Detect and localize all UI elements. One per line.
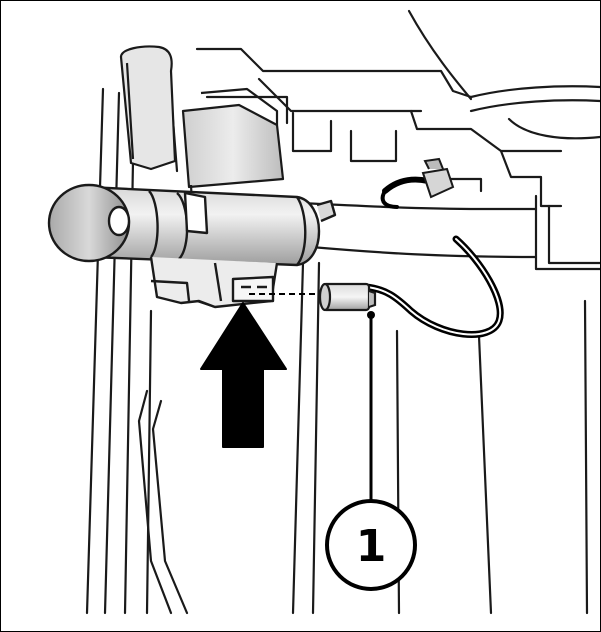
mounting-bracket (119, 45, 285, 309)
callout-number: 1 (356, 521, 387, 572)
callout-leader (367, 311, 375, 501)
sensor-probe (318, 282, 377, 312)
cable-clip (421, 157, 455, 199)
callout-badge: 1 (325, 499, 417, 591)
valve-assembly (47, 183, 337, 309)
direction-arrow-up (200, 302, 287, 448)
appliance-housing (85, 9, 600, 615)
